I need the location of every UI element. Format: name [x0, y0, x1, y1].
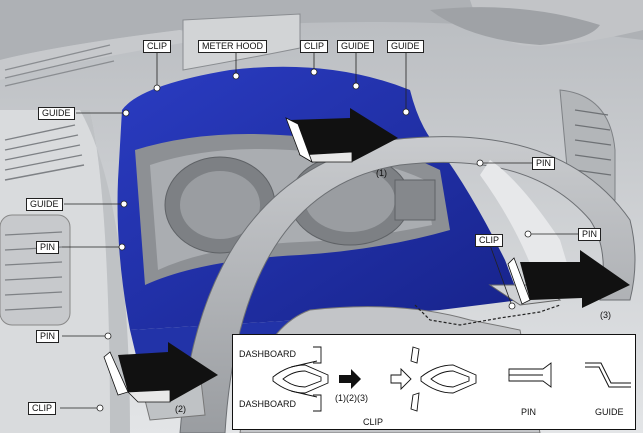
inset-clip-caption: CLIP — [363, 417, 384, 427]
callout-clip-top-left: CLIP — [143, 40, 172, 53]
step-1-label: (1) — [376, 168, 387, 178]
callout-guide-left-lower: GUIDE — [26, 198, 63, 211]
arrow-1 — [285, 108, 398, 163]
inset-pin-caption: PIN — [521, 407, 537, 417]
step-3-label: (3) — [600, 310, 611, 320]
callout-guide-top-right: GUIDE — [387, 40, 424, 53]
left-air-vent — [4, 124, 85, 181]
guide-drawing — [585, 362, 631, 388]
step-2-label: (2) — [175, 404, 186, 414]
inset-guide-caption: GUIDE — [595, 407, 624, 417]
clip-detail-inset: DASHBOARD DASHBOARD (1)(2)(3) CLIP PIN G… — [232, 334, 636, 430]
defroster-grille — [4, 44, 115, 87]
callout-clip-top-mid: CLIP — [300, 40, 329, 53]
clip-removed-drawing — [410, 346, 477, 412]
arrow-3 — [507, 250, 630, 308]
inset-sequence: (1)(2)(3) — [335, 393, 368, 403]
callout-guide-left-upper: GUIDE — [38, 107, 75, 120]
arrow-2 — [103, 342, 218, 403]
inset-drawings — [272, 346, 631, 412]
sequence-arrow-outline — [390, 367, 412, 391]
callout-meter-hood: METER HOOD — [198, 40, 268, 53]
steering-wheel — [179, 136, 636, 433]
sequence-arrow-black — [339, 369, 361, 389]
inset-dashboard-bottom: DASHBOARD — [239, 399, 297, 409]
callout-pin-right-upper: PIN — [532, 157, 556, 170]
callout-pin-right-lower: PIN — [578, 228, 602, 241]
callout-clip-right: CLIP — [475, 234, 504, 247]
fastener-markers — [96, 68, 532, 412]
callout-pin-left-upper: PIN — [36, 241, 60, 254]
callout-clip-bottom-left: CLIP — [28, 402, 57, 415]
clip-installed-drawing — [272, 346, 329, 412]
pin-drawing — [508, 362, 552, 388]
inset-dashboard-top: DASHBOARD — [239, 349, 297, 359]
callout-guide-top-mid: GUIDE — [337, 40, 374, 53]
callout-pin-left-lower: PIN — [36, 330, 60, 343]
